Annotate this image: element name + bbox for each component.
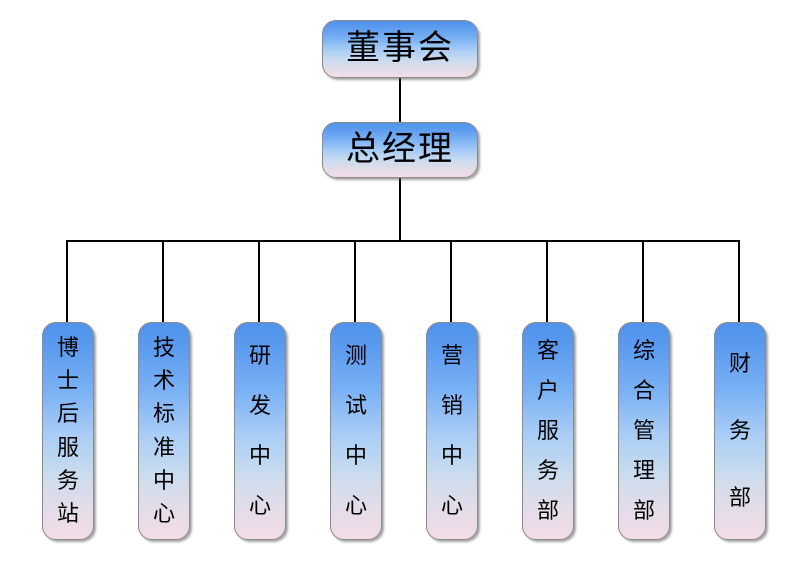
- node-postdoctoral-station-label: 博士后服务站: [43, 323, 93, 539]
- label-char: 试: [344, 393, 367, 418]
- node-rnd-center[interactable]: 研发中心: [234, 322, 286, 540]
- node-testing-center-label: 测试中心: [331, 323, 381, 539]
- node-general-management-dept[interactable]: 综合管理部: [618, 322, 670, 540]
- node-rnd-center-label: 研发中心: [235, 323, 285, 539]
- label-char: 标: [152, 401, 175, 427]
- label-char: 务: [728, 417, 751, 443]
- connector-drop-5: [450, 240, 452, 322]
- connector-drop-6: [546, 240, 548, 322]
- connector-drop-1: [66, 240, 68, 322]
- connector-drop-7: [642, 240, 644, 322]
- label-char: 中: [248, 443, 271, 468]
- label-char: 中: [344, 443, 367, 468]
- label-char: 心: [248, 493, 271, 518]
- node-customer-service-dept[interactable]: 客户服务部: [522, 322, 574, 540]
- connector-horizontal-bus: [66, 240, 739, 242]
- node-postdoctoral-station[interactable]: 博士后服务站: [42, 322, 94, 540]
- label-char: 综: [632, 338, 655, 363]
- label-char: 服: [536, 418, 559, 443]
- node-general-manager[interactable]: 总经理: [322, 122, 478, 178]
- label-char: 销: [440, 393, 463, 418]
- node-marketing-center-label: 营销中心: [427, 323, 477, 539]
- connector-drop-4: [354, 240, 356, 322]
- node-technical-standards-center-label: 技术标准中心: [139, 323, 189, 539]
- label-char: 心: [152, 501, 175, 527]
- node-board-of-directors[interactable]: 董事会: [322, 20, 478, 78]
- label-char: 后: [56, 401, 79, 427]
- connector-drop-3: [258, 240, 260, 322]
- node-finance-dept[interactable]: 财务部: [714, 322, 766, 540]
- label-char: 营: [440, 343, 463, 368]
- label-char: 财: [728, 351, 751, 377]
- label-char: 客: [536, 338, 559, 363]
- connector-drop-2: [162, 240, 164, 322]
- label-char: 务: [536, 458, 559, 483]
- label-char: 理: [632, 458, 655, 483]
- label-char: 部: [632, 498, 655, 523]
- label-char: 心: [440, 493, 463, 518]
- label-char: 研: [248, 343, 271, 368]
- node-customer-service-dept-label: 客户服务部: [523, 323, 573, 539]
- label-char: 部: [728, 484, 751, 510]
- node-board-of-directors-label: 董事会: [346, 30, 454, 67]
- label-char: 管: [632, 418, 655, 443]
- label-char: 博: [56, 334, 79, 360]
- connector-board-to-gm: [399, 78, 401, 122]
- label-char: 发: [248, 393, 271, 418]
- connector-gm-to-bus: [399, 178, 401, 240]
- node-finance-dept-label: 财务部: [715, 323, 765, 539]
- node-technical-standards-center[interactable]: 技术标准中心: [138, 322, 190, 540]
- label-char: 中: [152, 467, 175, 493]
- label-char: 户: [536, 378, 559, 403]
- label-char: 技: [152, 334, 175, 360]
- node-marketing-center[interactable]: 营销中心: [426, 322, 478, 540]
- label-char: 务: [56, 467, 79, 493]
- node-general-management-dept-label: 综合管理部: [619, 323, 669, 539]
- label-char: 合: [632, 378, 655, 403]
- label-char: 站: [56, 501, 79, 527]
- label-char: 中: [440, 443, 463, 468]
- node-testing-center[interactable]: 测试中心: [330, 322, 382, 540]
- connector-drop-8: [738, 240, 740, 322]
- label-char: 部: [536, 498, 559, 523]
- label-char: 术: [152, 367, 175, 393]
- node-general-manager-label: 总经理: [346, 131, 454, 168]
- label-char: 测: [344, 343, 367, 368]
- label-char: 准: [152, 434, 175, 460]
- label-char: 士: [56, 367, 79, 393]
- label-char: 服: [56, 434, 79, 460]
- label-char: 心: [344, 493, 367, 518]
